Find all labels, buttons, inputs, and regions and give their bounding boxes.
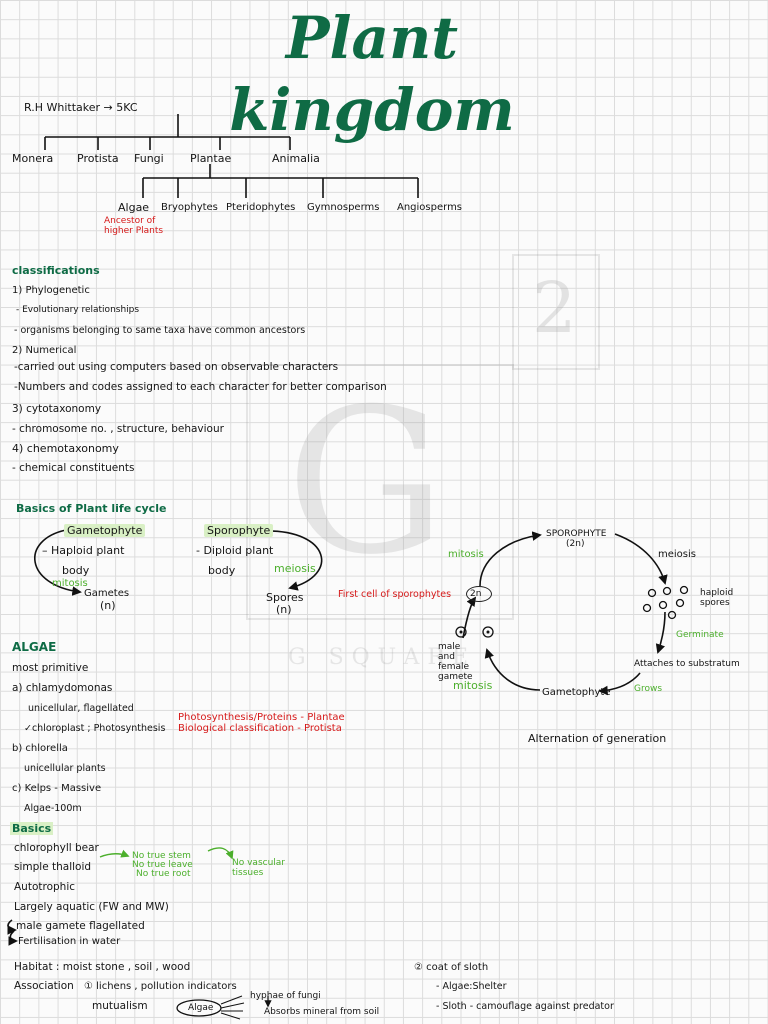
basics-heading: Basics (10, 822, 54, 835)
association-lichens: ① lichens , pollution indicators (84, 981, 237, 992)
class-line: 3) cytotaxonomy (12, 403, 102, 415)
group-gymnosperms: Gymnosperms (307, 202, 380, 213)
zygote-circle (466, 586, 492, 602)
watermark-frame (246, 364, 514, 620)
alt-mitosis-label: mitosis (448, 549, 484, 560)
algae-red-note-1: Photosynthesis/Proteins - Plantae (178, 712, 345, 723)
alt-sporophyte-label: SPOROPHYTE (546, 529, 607, 539)
hyphae-label: hyphae of fungi (250, 991, 321, 1001)
autotrophic-label: Autotrophic (14, 881, 76, 893)
spores-ploidy: (n) (276, 603, 292, 616)
spores-label: Spores (266, 591, 304, 604)
alt-gametophyte-label: Gametophyte (542, 687, 611, 698)
coat-sloth-label: ② coat of sloth (414, 962, 489, 973)
gametes-ploidy: (n) (100, 599, 116, 612)
watermark-letter: G (286, 366, 446, 599)
no-vascular-note: No vascular tissues (232, 858, 285, 878)
sporophyte-label: Sporophyte (204, 524, 274, 537)
algae-line: unicellular, flagellated (28, 703, 134, 714)
algae-line: b) chlorella (12, 743, 68, 754)
attaches-label: Attaches to substratum (634, 659, 740, 669)
watermark-number: 2 (532, 267, 577, 349)
diploid-plant-label: - Diploid plant (196, 544, 274, 557)
gametes-label: Gametes (84, 588, 130, 599)
kingdom-plantae: Plantae (190, 152, 232, 165)
alt-sporophyte-ploidy: (2n) (566, 539, 585, 549)
male-female-gamete-label: male and female gamete (438, 642, 473, 682)
habitat-label: Habitat : moist stone , soil , wood (14, 961, 191, 973)
algae-line: c) Kelps - Massive (12, 783, 102, 794)
watermark-frame-small (512, 254, 600, 370)
association-label: Association (14, 980, 74, 992)
group-algae: Algae (118, 201, 150, 214)
mitosis-label: mitosis (52, 578, 88, 589)
fertilisation-label: Fertilisation in water (18, 936, 121, 947)
body-label-2: body (208, 564, 236, 577)
algae-line: most primitive (12, 662, 89, 674)
algae-line: a) chlamydomonas (12, 682, 113, 694)
classifications-heading: classifications (12, 264, 100, 277)
algae-heading: ALGAE (12, 640, 57, 654)
algae-line: ✓chloroplast ; Photosynthesis (24, 723, 166, 734)
life-cycle-heading: Basics of Plant life cycle (16, 502, 167, 515)
algae-line: unicellular plants (24, 763, 106, 774)
algae-shelter-label: - Algae:Shelter (436, 981, 507, 992)
alternation-caption: Alternation of generation (528, 732, 667, 745)
kingdom-animalia: Animalia (272, 152, 320, 165)
class-line: - chemical constituents (12, 462, 135, 474)
aquatic-label: Largely aquatic (FW and MW) (14, 901, 169, 913)
class-line: -Numbers and codes assigned to each char… (14, 381, 387, 393)
alt-mitosis-bottom: mitosis (453, 679, 493, 692)
group-bryophytes: Bryophytes (161, 202, 218, 213)
group-pteridophytes: Pteridophytes (226, 202, 296, 213)
zygote-label: 2n (470, 589, 482, 599)
thallus-note: No true stem (132, 851, 191, 861)
mutualism-label: mutualism (92, 1000, 148, 1012)
class-line: - Evolutionary relationships (16, 305, 140, 315)
thallus-note: No true root (136, 869, 191, 879)
class-line: - chromosome no. , structure, behaviour (12, 423, 224, 435)
kingdom-monera: Monera (12, 152, 54, 165)
class-line: 1) Phylogenetic (12, 285, 90, 296)
class-line: 2) Numerical (12, 345, 77, 356)
algae-line: Algae-100m (24, 803, 82, 814)
haploid-spores-label: haploid spores (700, 588, 734, 608)
kingdom-fungi: Fungi (134, 152, 164, 165)
page-title: Plant kingdom (229, 4, 515, 144)
gametophyte-label: Gametophyte (64, 524, 146, 537)
meiosis-label: meiosis (274, 562, 316, 575)
alt-meiosis-label: meiosis (658, 549, 696, 560)
absorbs-label: Absorbs mineral from soil (264, 1007, 380, 1017)
class-line: -carried out using computers based on ob… (14, 361, 339, 373)
first-cell-label: First cell of sporophytes (338, 589, 452, 600)
body-label: body (62, 564, 90, 577)
algae-ancestor-note: Ancestor of higher Plants (104, 216, 164, 236)
algae-oval-label: Algae (188, 1003, 214, 1013)
group-angiosperms: Angiosperms (397, 202, 463, 213)
chlorophyll-label: chlorophyll bear (14, 842, 99, 854)
grows-label: Grows (634, 684, 663, 694)
algae-red-note-2: Biological classification - Protista (178, 723, 342, 734)
male-gamete-label: male gamete flagellated (16, 920, 145, 932)
thalloid-label: simple thalloid (14, 861, 92, 873)
sloth-camouflage-label: - Sloth - camouflage against predator (436, 1001, 614, 1012)
kingdom-protista: Protista (77, 152, 119, 165)
class-line: 4) chemotaxonomy (12, 442, 119, 455)
class-line: - organisms belonging to same taxa have … (14, 325, 306, 336)
watermark-brand: G SQUARE (288, 645, 477, 670)
thallus-note: No true leave (132, 860, 193, 870)
haploid-plant-label: – Haploid plant (42, 544, 125, 557)
whittaker-label: R.H Whittaker → 5KC (24, 101, 138, 114)
germinate-label: Germinate (676, 630, 724, 640)
